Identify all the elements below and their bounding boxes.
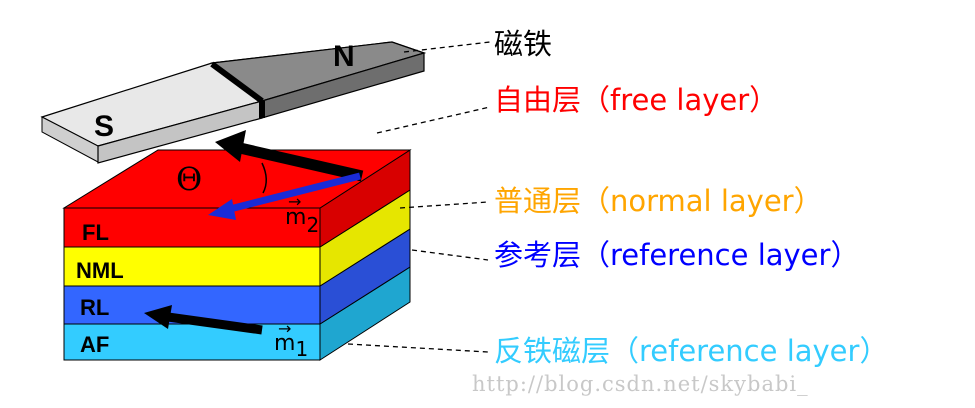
leader-antiferro xyxy=(347,343,489,353)
m2-subscript: 2 xyxy=(306,213,319,237)
af-label: AF xyxy=(80,332,109,357)
m1-vector-arrow: → xyxy=(278,319,291,338)
callout-magnet: 磁铁 xyxy=(494,27,553,61)
callout-reference-layer: 参考层（reference layer） xyxy=(494,238,860,272)
magnet-field-arrow-head xyxy=(215,130,246,162)
af-front-face xyxy=(63,323,321,361)
callout-free-layer: 自由层（free layer） xyxy=(494,83,779,117)
m1-subscript: 1 xyxy=(295,337,308,361)
leader-normal xyxy=(399,201,489,209)
m1-arrow xyxy=(167,312,263,335)
m2-arrow-head xyxy=(208,199,236,220)
m1-label: m1 xyxy=(274,331,308,361)
rl-label: RL xyxy=(80,295,109,320)
leader-free xyxy=(376,106,491,134)
leader-magnet xyxy=(403,41,491,53)
m2-vector-arrow: → xyxy=(288,192,301,211)
magnet-north-label: N xyxy=(333,40,355,73)
callout-antiferro-layer: 反铁磁层（reference layer） xyxy=(494,334,889,368)
angle-arc xyxy=(261,162,267,194)
callout-normal-layer: 普通层（normal layer） xyxy=(494,184,823,218)
fl-label: FL xyxy=(82,220,109,245)
leader-reference xyxy=(411,249,489,261)
m2-label: m2 xyxy=(285,205,319,237)
angle-theta: Θ xyxy=(176,160,202,198)
magnet-south-label: S xyxy=(94,110,114,143)
m2-arrow xyxy=(229,172,361,213)
fl-front-face xyxy=(63,207,321,248)
nml-label: NML xyxy=(76,258,124,283)
watermark: http://blog.csdn.net/skybabi_ xyxy=(472,372,809,396)
magnet-field-arrow xyxy=(238,142,364,182)
m1-arrow-head xyxy=(144,305,172,329)
magnet-pole-divider xyxy=(210,61,264,104)
nml-front-face xyxy=(63,246,321,287)
